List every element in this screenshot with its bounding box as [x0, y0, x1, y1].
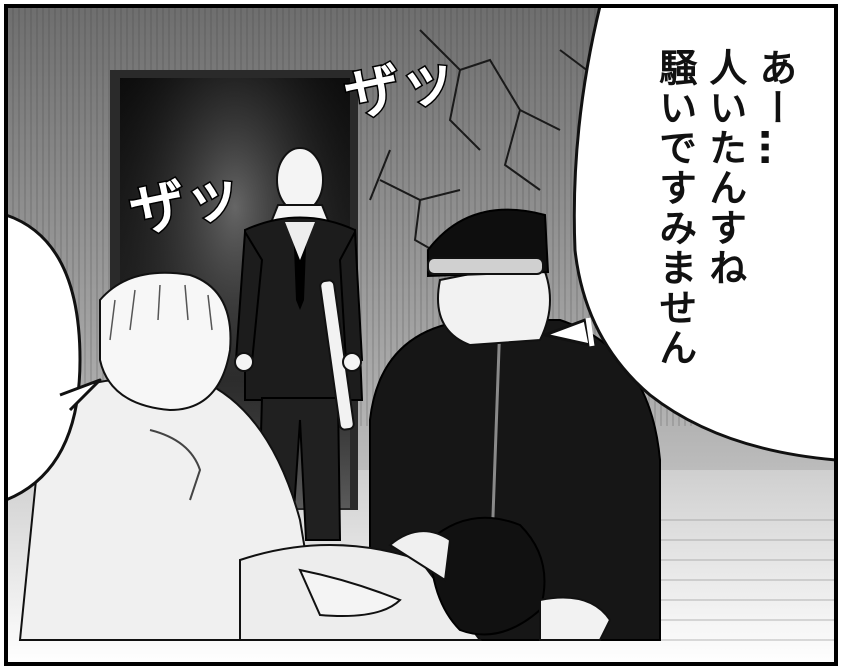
speech-line-2: 人いたんすね: [702, 48, 747, 288]
blond-man-head: [99, 271, 232, 412]
suited-man-figure: [234, 147, 364, 541]
lying-person-figure: [239, 516, 612, 641]
beanie-man-head: [437, 258, 551, 347]
speech-bubble-tail: [543, 318, 592, 347]
hand: [298, 568, 402, 617]
speech-line-3: 騒いですみません: [652, 48, 697, 368]
speech-line-1: あー…: [752, 48, 797, 168]
hand: [539, 596, 612, 641]
right-speech-bubble: [572, 4, 838, 462]
wooden-bat: [319, 279, 355, 431]
left-speech-bubble: [4, 212, 82, 503]
goggles-band: [427, 257, 544, 275]
suited-man-head: [276, 147, 324, 213]
panel-border: [4, 4, 838, 666]
